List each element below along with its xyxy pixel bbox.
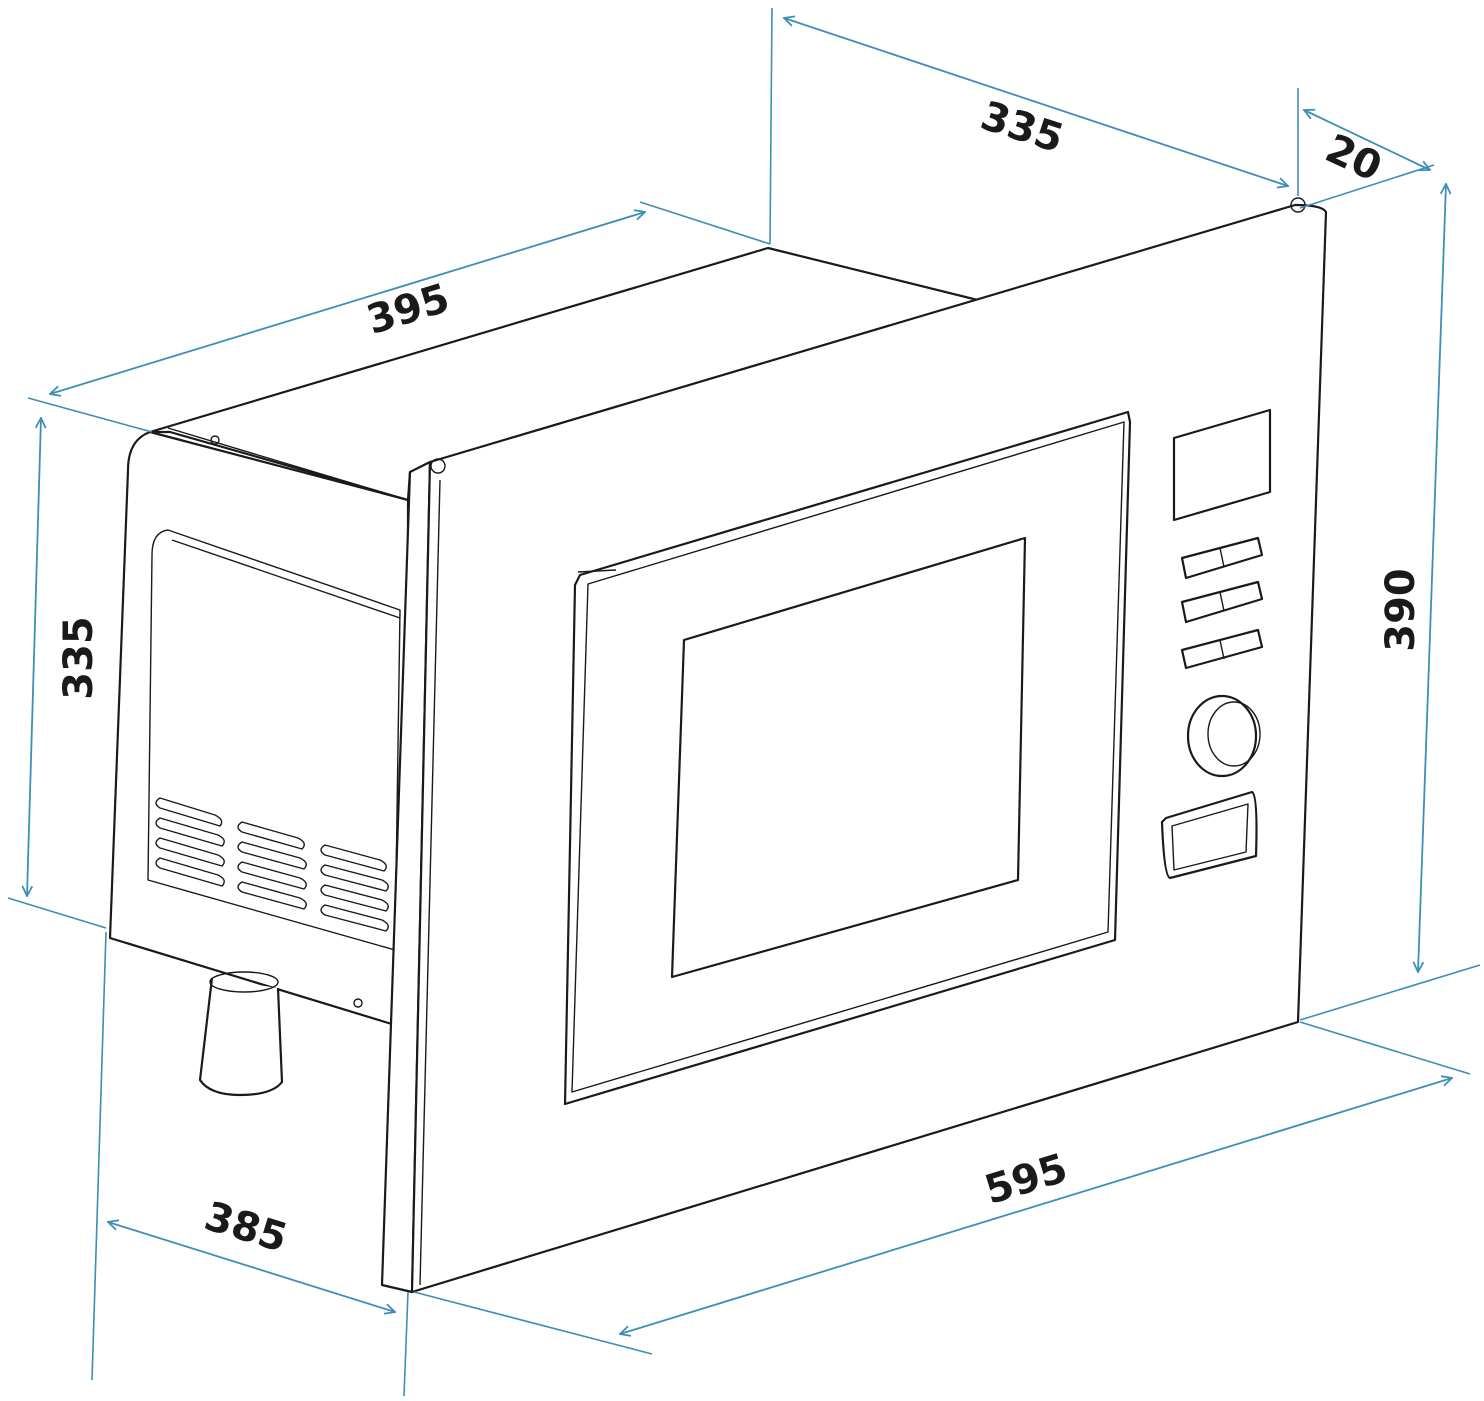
microwave-body [108,197,1328,1294]
dim-label-top-depth: 335 [975,93,1069,163]
dim-label-front-width: 595 [980,1145,1073,1213]
cabinet-side [108,430,410,1027]
control-knob [1186,694,1261,778]
frame-screw [430,458,446,474]
vent-slots [155,797,389,932]
screw-hole [210,435,220,445]
dim-line-frame-thickness [1304,110,1430,170]
dim-label-bottom-depth: 385 [199,1193,292,1261]
dim-line-bottom-depth [108,1222,395,1312]
dim-line-top-width [50,212,645,394]
door-release-button [1160,790,1258,880]
dim-line-front-width [620,1078,1452,1334]
dim-label-front-height: 390 [1378,568,1424,652]
dim-line-front-height [1418,184,1446,972]
frame-screw [1290,197,1306,213]
dim-label-frame-thickness: 20 [1319,126,1389,191]
screw-hole [353,998,363,1008]
exhaust-pipe [198,977,284,1097]
dim-label-top-width: 395 [362,275,455,343]
dim-line-side-height [27,418,41,896]
dim-line-top-depth [784,18,1288,186]
control-buttons [1180,536,1264,670]
dim-label-side-height: 335 [56,616,102,700]
door-window [670,536,1027,979]
display-panel [1172,408,1272,522]
